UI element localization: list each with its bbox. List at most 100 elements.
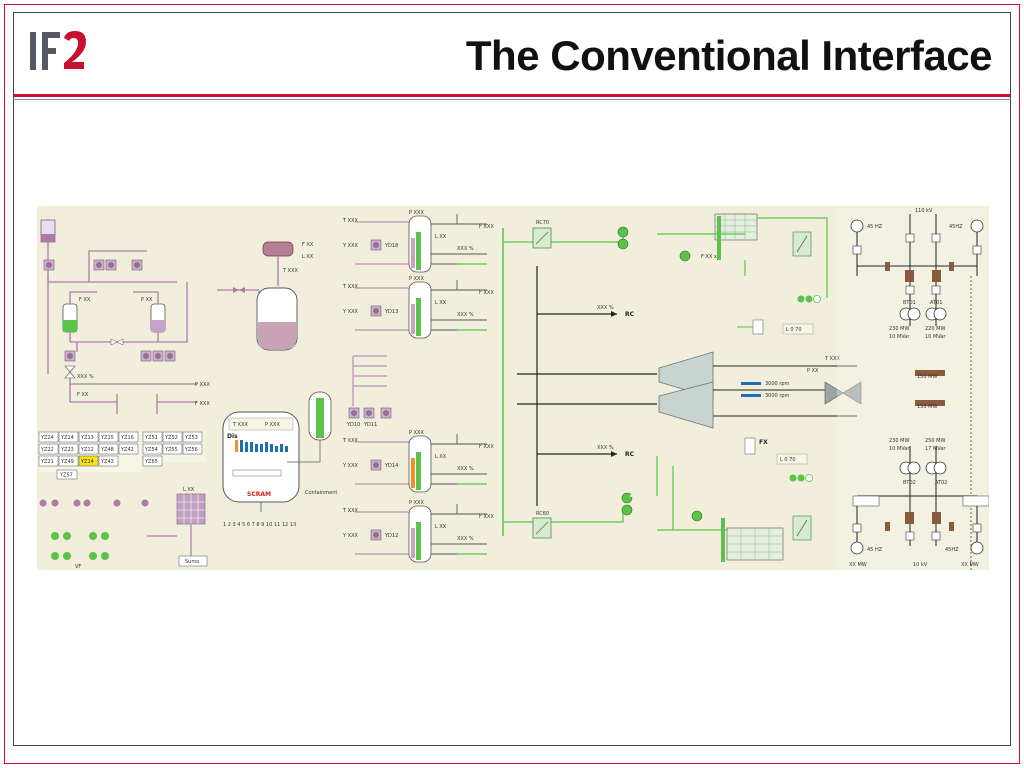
yz-valve-box[interactable] bbox=[98, 443, 119, 455]
yz-valve-box[interactable] bbox=[58, 431, 79, 443]
sg-steam-line bbox=[431, 504, 487, 555]
kv-10-bottom: 10 kV bbox=[913, 562, 928, 568]
control-rod-bar bbox=[265, 442, 268, 452]
at01-label: AT01 bbox=[930, 300, 942, 306]
rc-label-bottom: RC bbox=[625, 451, 635, 458]
sg-level-bar bbox=[416, 522, 421, 560]
yz-valve-box[interactable] bbox=[142, 455, 163, 467]
prz-strip: 1 2 3 4 5 6 7 8 9 10 11 12 13 bbox=[223, 522, 296, 528]
sg-lxx-label: L XX bbox=[435, 454, 447, 460]
yz-valve-label: YZ55 bbox=[164, 447, 178, 453]
yz-valve-label: YZ22 bbox=[40, 447, 54, 453]
yz57-label[interactable]: YZ57 bbox=[59, 473, 73, 479]
yz-valve-box[interactable] bbox=[162, 443, 183, 455]
pressurizer-lxx: L XX bbox=[302, 254, 314, 260]
yz-valve-box[interactable] bbox=[98, 431, 119, 443]
yz-valve-label: YZ65 bbox=[144, 459, 158, 465]
yz-valve-box[interactable] bbox=[162, 431, 183, 443]
yz-valve-box[interactable] bbox=[58, 455, 79, 467]
lo70-label-bottom: L 0 70 bbox=[780, 457, 796, 463]
lo70-label-top: L 0 70 bbox=[786, 327, 802, 333]
txxx-label: T XXX bbox=[342, 218, 358, 224]
yz-valve-box[interactable] bbox=[38, 431, 59, 443]
yz-valve-box[interactable] bbox=[182, 443, 203, 455]
label-pxxx-left: P XXX bbox=[195, 382, 210, 388]
xxx-pct-rc-bottom: XXX % bbox=[597, 445, 614, 451]
txxx-label: T XXX bbox=[342, 438, 358, 444]
sg-temp-bar bbox=[411, 528, 415, 558]
control-rod-bar bbox=[280, 444, 283, 452]
sumo-label[interactable]: Sumo bbox=[185, 559, 199, 565]
yz-valve-label: YZ49 bbox=[60, 459, 74, 465]
lxx-grid-label: L XX bbox=[183, 487, 195, 493]
xx-mw-bottom-right: XX MW bbox=[961, 562, 979, 568]
yz-valve-box[interactable] bbox=[38, 443, 59, 455]
yz-valve-label: YZ14 bbox=[80, 459, 94, 465]
mw-250: 250 MW bbox=[925, 438, 945, 444]
yz-valve-label: YZ53 bbox=[184, 435, 198, 441]
yz-valve-box[interactable] bbox=[78, 455, 99, 467]
control-rod-bar bbox=[235, 440, 238, 452]
yxxx-label: Y XXX bbox=[342, 309, 358, 315]
sg-steam-line bbox=[431, 434, 487, 485]
left-feed-section: F XX P XX XXX % P XXX F XX F XXX bbox=[40, 219, 210, 414]
sg-fxxx-label: F XXX bbox=[479, 224, 494, 230]
yz-valve-box[interactable] bbox=[98, 455, 119, 467]
yz-valve-box[interactable] bbox=[118, 431, 139, 443]
mw-220: 220 MW bbox=[925, 326, 945, 332]
mvar-10a: 10 MVar bbox=[889, 334, 910, 340]
slide-inner-frame bbox=[13, 12, 1011, 746]
yxxx-label: Y XXX bbox=[342, 463, 358, 469]
yz-valve-box[interactable] bbox=[118, 443, 139, 455]
yz-valve-label: YZ23 bbox=[60, 447, 74, 453]
rc-label-top: RC bbox=[625, 311, 635, 318]
sg-lxx-label: L XX bbox=[435, 300, 447, 306]
pressurizer-txxx: T XXX bbox=[282, 268, 298, 274]
sg-pxxx-label: P XXX bbox=[409, 500, 424, 506]
sg-level-bar bbox=[416, 298, 421, 336]
yd-valve-indicator bbox=[373, 462, 379, 468]
yz-valve-box[interactable] bbox=[142, 443, 163, 455]
mw-150a: 150 MW bbox=[917, 374, 937, 380]
bt02-label: BT02 bbox=[903, 480, 916, 486]
yz-valve-box[interactable] bbox=[78, 443, 99, 455]
yz-valve-box[interactable] bbox=[182, 431, 203, 443]
yz-valve-label: YZ43 bbox=[100, 459, 114, 465]
txxx-label: T XXX bbox=[342, 508, 358, 514]
control-rod-bar bbox=[255, 444, 258, 452]
mw-150b: 150 MW bbox=[917, 404, 937, 410]
bus-voltage-top: 110 kV bbox=[915, 208, 933, 214]
fx-label: FX bbox=[759, 439, 768, 446]
xxx-pct-rc-top: XXX % bbox=[597, 305, 614, 311]
yz-valve-label: YZ42 bbox=[120, 447, 134, 453]
yxxx-label: Y XXX bbox=[342, 533, 358, 539]
yz-valve-box[interactable] bbox=[142, 431, 163, 443]
freq-right-top: 45HZ bbox=[949, 224, 963, 230]
mvar-17: 17 MVar bbox=[925, 446, 946, 452]
sg-temp-bar bbox=[411, 238, 415, 268]
sg-pct-label: XXX % bbox=[457, 246, 474, 252]
control-rod-bar bbox=[275, 446, 278, 452]
sg-temp-bar bbox=[411, 458, 415, 488]
feed-line bbox=[355, 511, 409, 555]
bt01-label: BT01 bbox=[903, 300, 916, 306]
dis-label: Dis bbox=[227, 433, 238, 440]
yz-valve-box[interactable] bbox=[58, 443, 79, 455]
yd-valve-label: YD18 bbox=[384, 243, 398, 249]
header-divider-shadow bbox=[13, 99, 1011, 100]
header-divider bbox=[13, 94, 1011, 97]
label-fxxx-left: F XXX bbox=[195, 401, 210, 407]
yz-valve-label: YZ14 bbox=[60, 435, 74, 441]
sg-lxx-label: L XX bbox=[435, 234, 447, 240]
sg-steam-line bbox=[431, 280, 487, 331]
scram-indicator[interactable]: SCRAM bbox=[247, 491, 271, 498]
yz-valve-box[interactable] bbox=[38, 455, 59, 467]
yz-valve-box[interactable] bbox=[78, 431, 99, 443]
left-indicator-circles: VF L XX Sumo bbox=[39, 487, 208, 570]
page-title: The Conventional Interface bbox=[465, 32, 993, 79]
sg-steam-line bbox=[431, 214, 487, 265]
sg-fxxx-label: F XXX bbox=[479, 444, 494, 450]
sg-fxxx-label: F XXX bbox=[479, 290, 494, 296]
